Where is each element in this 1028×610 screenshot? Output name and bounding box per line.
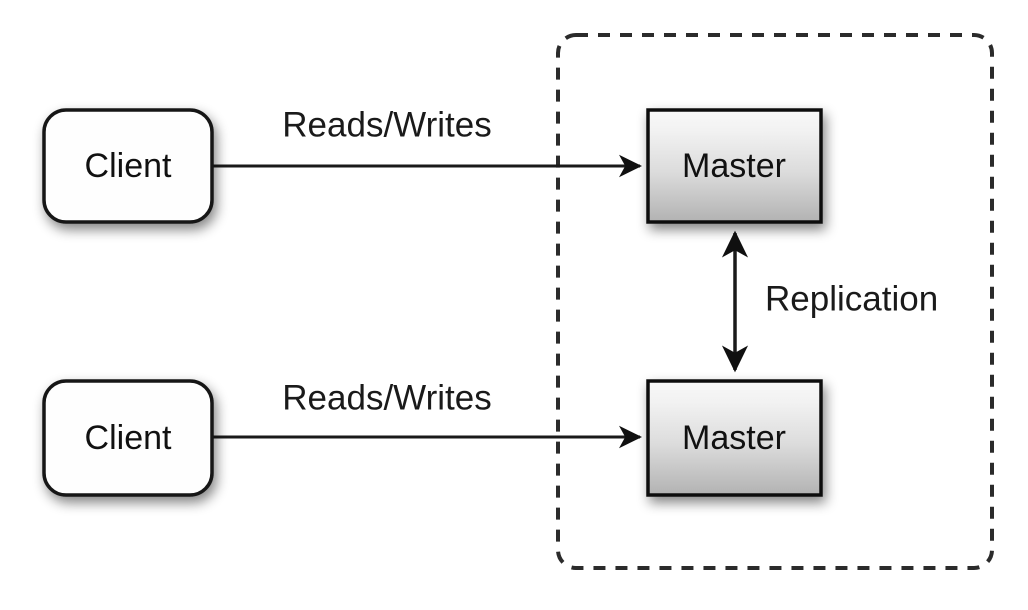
node-master-bottom[interactable]: Master xyxy=(646,379,823,497)
client-bottom-box[interactable] xyxy=(42,379,214,497)
master-top-label: Master xyxy=(682,147,786,185)
client-top-label: Client xyxy=(85,147,172,185)
node-client-bottom[interactable]: Client xyxy=(42,379,214,497)
replication-cluster-boundary xyxy=(556,33,994,570)
edge-client-top-to-master-top: Reads/Writes xyxy=(212,105,642,178)
master-bottom-label: Master xyxy=(682,419,786,457)
client-top-box[interactable] xyxy=(42,108,214,224)
node-master-top[interactable]: Master xyxy=(646,108,823,224)
master-bottom-box[interactable] xyxy=(646,379,823,497)
edge-master-replication: Replication xyxy=(721,230,938,373)
master-top-box[interactable] xyxy=(646,108,823,224)
edge-label-reads-writes-top: Reads/Writes xyxy=(282,105,491,144)
client-bottom-label: Client xyxy=(85,419,172,457)
node-client-top[interactable]: Client xyxy=(42,108,214,224)
edge-label-replication: Replication xyxy=(765,279,938,318)
edge-label-reads-writes-bottom: Reads/Writes xyxy=(282,378,491,417)
edge-client-bottom-to-master-bottom: Reads/Writes xyxy=(212,378,642,449)
